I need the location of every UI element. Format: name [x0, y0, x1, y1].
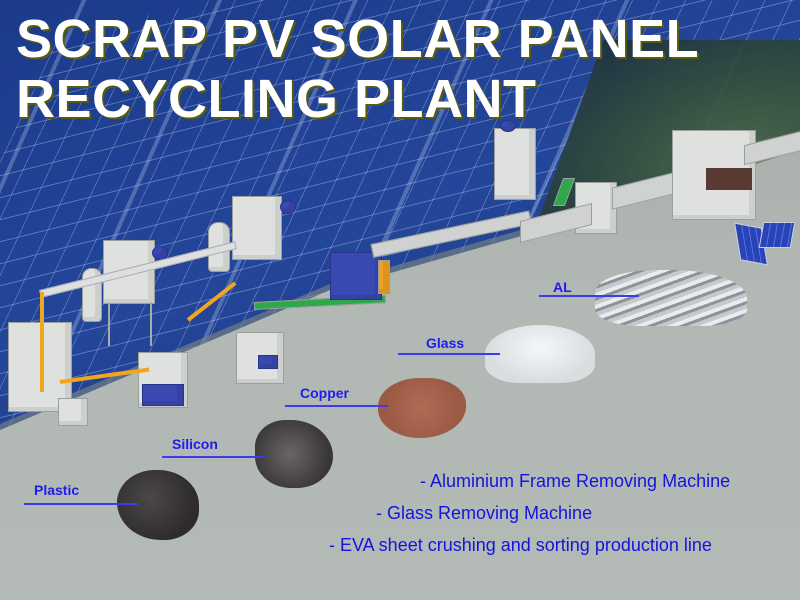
leader-line-al — [539, 295, 639, 297]
shredder — [330, 252, 382, 300]
fan-motor-2 — [280, 200, 296, 214]
pulverizer-1-base — [142, 384, 184, 406]
label-al: AL — [553, 279, 572, 295]
leader-line-copper — [285, 405, 388, 407]
label-silicon: Silicon — [172, 436, 218, 452]
glass-pile — [485, 325, 595, 383]
machine-window — [706, 168, 752, 190]
label-plastic: Plastic — [34, 482, 80, 498]
label-glass: Glass — [426, 335, 465, 351]
orange-pipe-1 — [40, 292, 44, 392]
crusher-motor — [258, 355, 278, 369]
leader-line-plastic — [24, 503, 138, 505]
shredder-side — [378, 260, 390, 294]
leader-line-glass — [398, 353, 500, 355]
plastic-pile — [117, 470, 199, 540]
glass-dust-collector — [494, 128, 536, 200]
page-title-line-2: RECYCLING PLANT — [16, 69, 537, 129]
leader-line-silicon — [162, 456, 265, 458]
separator — [58, 398, 88, 426]
feature-aluminium-frame-removing: - Aluminium Frame Removing Machine — [420, 471, 731, 491]
feature-glass-removing: - Glass Removing Machine — [376, 503, 593, 523]
dust-collector-1-legs — [108, 302, 152, 346]
silicon-pile — [255, 420, 333, 488]
feature-eva-crushing-sorting: - EVA sheet crushing and sorting product… — [329, 535, 712, 555]
label-copper: Copper — [300, 385, 349, 401]
aluminium-pile — [595, 270, 747, 326]
dust-collector-2 — [232, 196, 282, 260]
solar-panel-stack — [734, 218, 797, 266]
copper-pile — [378, 378, 466, 438]
glass-fan-motor — [500, 120, 516, 132]
page-title-line-1: SCRAP PV SOLAR PANEL — [16, 9, 700, 69]
